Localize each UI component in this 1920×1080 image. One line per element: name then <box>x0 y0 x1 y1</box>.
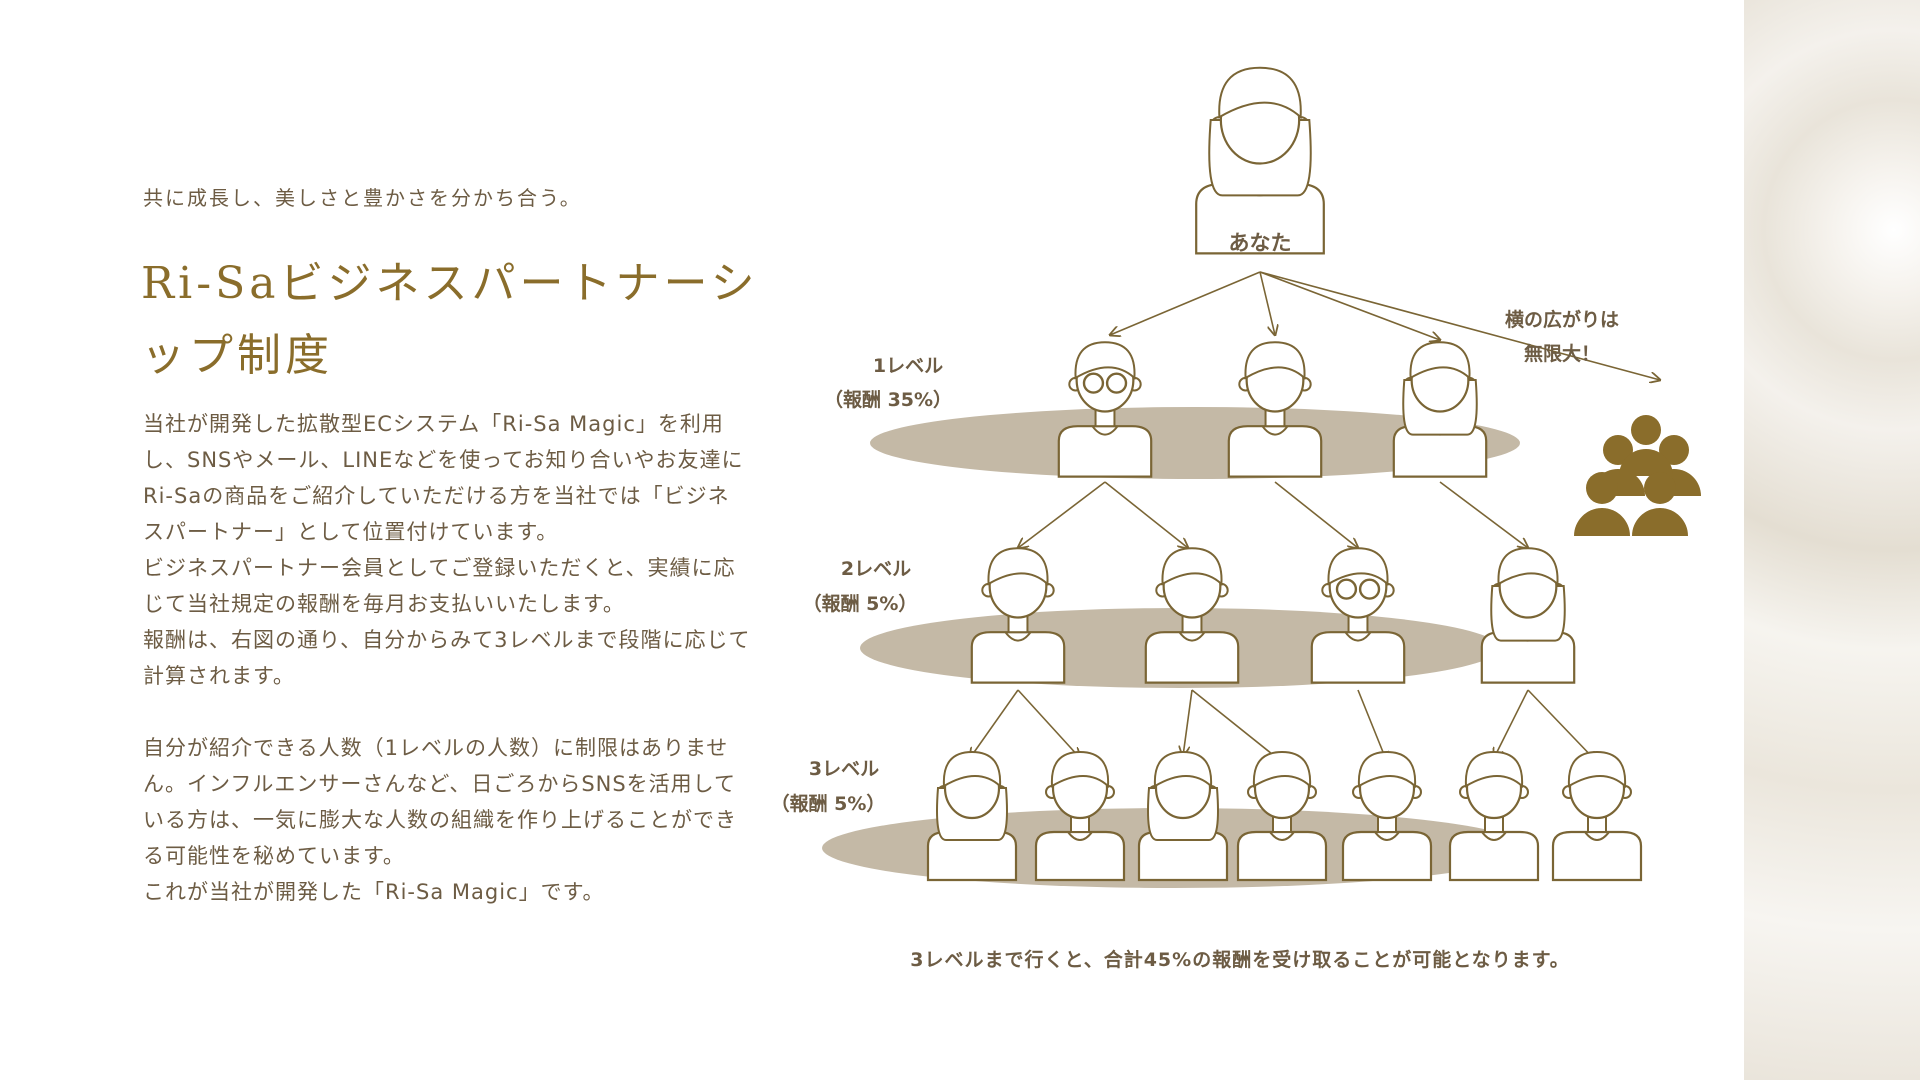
level-3-reward: （報酬 5%） <box>780 792 885 815</box>
paragraph-gap <box>143 694 751 730</box>
connector-arrows <box>970 271 1660 762</box>
level-3-person <box>926 750 1018 882</box>
top-person <box>1195 66 1325 255</box>
decorative-background-panel <box>1744 0 1920 1080</box>
level-1-name: 1レベル <box>873 355 943 377</box>
crowd-icon <box>1574 415 1701 536</box>
level-2-person <box>1480 547 1576 684</box>
level-2-person <box>1144 547 1240 684</box>
connector-arrow <box>1110 271 1261 335</box>
description: 当社が開発した拡散型ECシステム「Ri-Sa Magic」を利用し、SNSやメー… <box>143 406 751 910</box>
paragraph: これが当社が開発した「Ri-Sa Magic」です。 <box>143 880 605 904</box>
side-note-line-2: 無限大！ <box>1524 342 1600 365</box>
level-2-name: 2レベル <box>841 558 911 580</box>
paragraph: 自分が紹介できる人数（1レベルの人数）に制限はありません。インフルエンサーさんな… <box>143 736 737 868</box>
connector-arrow <box>1357 689 1387 762</box>
connector-arrow <box>1259 271 1440 340</box>
connector-arrow <box>1183 689 1193 756</box>
connector-arrow <box>1527 689 1597 762</box>
connector-arrow <box>1191 689 1282 762</box>
level-1-ellipse <box>870 407 1520 479</box>
level-1-person <box>1392 341 1488 478</box>
paragraph: ビジネスパートナー会員としてご登録いただくと、実績に応じて当社規定の報酬を毎月お… <box>143 556 736 616</box>
level-2-person <box>970 547 1066 684</box>
level-3-person <box>1551 750 1643 882</box>
connector-arrow <box>1259 271 1275 335</box>
connector-arrow <box>1259 271 1660 380</box>
level-2-person <box>1310 547 1406 684</box>
level-1-person <box>1227 341 1323 478</box>
paragraph: 報酬は、右図の通り、自分からみて3レベルまで段階に応じて計算されます。 <box>143 628 751 688</box>
connector-arrow <box>1104 481 1188 548</box>
connector-arrow <box>1439 481 1528 548</box>
level-3-person <box>1137 750 1229 882</box>
diagram-footer: 3レベルまで行くと、合計45%の報酬を受け取ることが可能となります。 <box>910 948 1569 971</box>
level-3-person <box>1236 750 1328 882</box>
tagline: 共に成長し、美しさと豊かさを分かち合う。 <box>143 186 582 210</box>
level-2-reward: （報酬 5%） <box>803 592 918 615</box>
level-3-person <box>1341 750 1433 882</box>
referral-pyramid-diagram: あなた 1レベル （報酬 35%） 2レベル （報酬 5%） 3レベル （報酬 … <box>780 66 1701 971</box>
connector-arrow <box>1018 481 1106 548</box>
connector-arrow <box>970 689 1019 758</box>
top-person-label: あなた <box>1229 231 1292 255</box>
connector-arrow <box>1494 689 1529 758</box>
level-1-reward: （報酬 35%） <box>824 388 952 411</box>
paragraph: 当社が開発した拡散型ECシステム「Ri-Sa Magic」を利用し、SNSやメー… <box>143 412 744 544</box>
connector-arrow <box>1274 481 1358 548</box>
people <box>926 66 1643 882</box>
connector-arrow <box>1017 689 1080 758</box>
level-3-person <box>1034 750 1126 882</box>
level-1-person <box>1057 341 1153 478</box>
level-3-person <box>1448 750 1540 882</box>
level-3-name: 3レベル <box>809 758 879 780</box>
page-title: Ri-Saビジネスパートナーシップ制度 <box>141 258 759 381</box>
side-note-line-1: 横の広がりは <box>1505 308 1619 331</box>
